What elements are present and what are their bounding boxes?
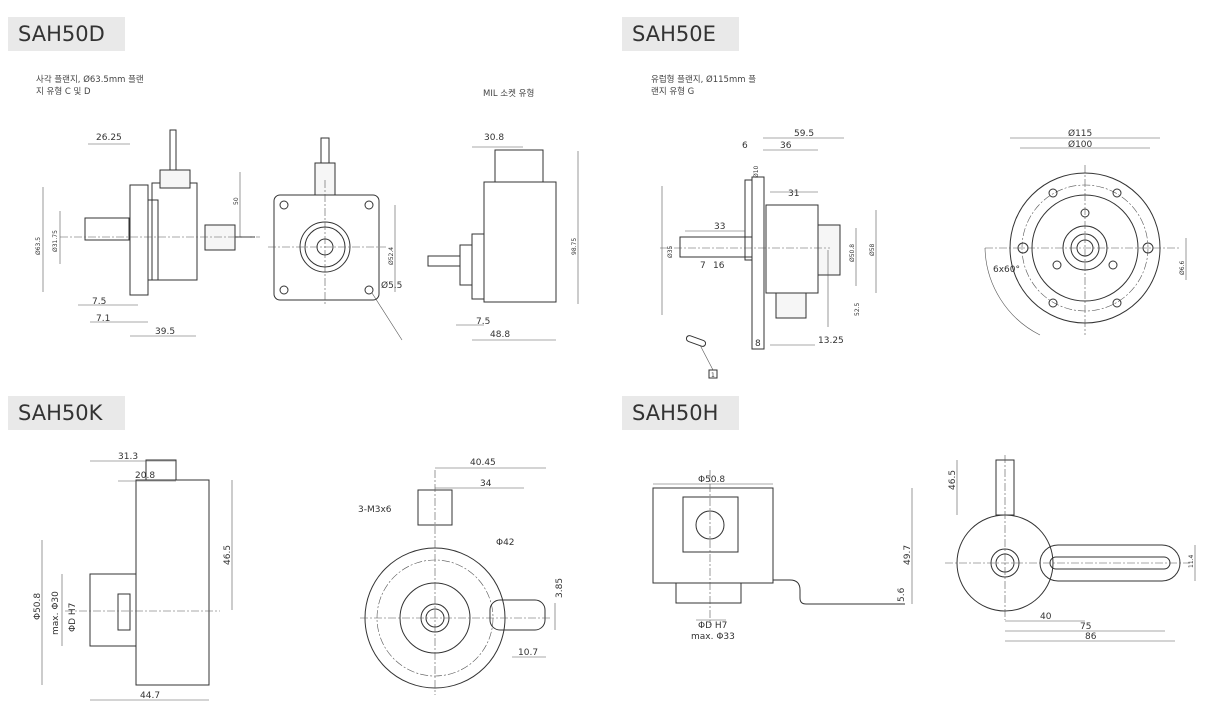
dim-label: 10.7 [518,648,538,658]
dim-label: 59.5 [794,129,814,139]
dim-label: Φ50.8 [33,593,43,620]
dim-label: Ø100 [1068,139,1093,150]
dim-label: 40 [1040,612,1052,622]
dim-label: 6x60° [993,265,1020,275]
dim-label: 7.5 [476,317,490,327]
sah50h-front-view: 46.5 11.4 40 75 86 [945,455,1196,642]
dim-label: Ø63.5 [35,237,42,255]
section-title-sah50k: SAH50K [8,396,125,430]
dim-label: Φ50.8 [698,475,725,485]
dim-label: Ø115 [1068,128,1092,139]
dim-label: Ø35 [667,245,674,258]
sah50d-side-view: 26.25 Ø63.5 Ø31.75 50 7.5 7.1 39.5 [35,129,260,337]
dim-label: 39.5 [155,327,175,337]
dim-label: 50 [233,197,240,205]
callout-number: 1 [711,372,715,379]
dim-label: 34 [480,479,492,489]
dim-label: 48.8 [490,330,510,340]
caption-mil-socket: MIL 소켓 유형 [483,89,535,99]
dim-label: 30.8 [484,133,504,143]
sah50k-front-view: 40.45 34 3-M3x6 Φ42 3.85 10.7 [358,458,565,695]
caption-sah50d: 사각 플랜지, Ø63.5mm 플랜 지 유형 C 및 D [36,74,144,98]
dim-label: 31 [788,189,799,199]
sah50d-front-view: Ø52.4 Ø5.5 [268,137,402,341]
dim-label: 5.6 [897,587,907,602]
dim-label: 26.25 [96,133,122,143]
dim-label: 46.5 [948,470,958,490]
dim-label: 7.5 [92,297,106,307]
sah50d-mil-socket-view: 30.8 98.75 7.5 48.8 [427,133,579,341]
dim-label: 6 [742,141,748,151]
caption-sah50e: 유럽형 플랜지, Ø115mm 플 랜지 유형 G [651,74,756,98]
section-title-sah50d: SAH50D [8,17,125,51]
dim-label: 3.85 [555,578,565,598]
sah50e-side-view: 59.5 6 36 Ø10 31 33 Ø35 7 16 Ø50.8 Ø58 5… [660,129,877,379]
dim-label: 98.75 [571,238,578,255]
dim-label: 16 [713,261,725,271]
dim-label: Ø6.6 [1179,261,1186,275]
dim-label: ΦD H7 [698,621,727,631]
sah50e-front-view: Ø115 Ø100 6x60° Ø6.6 [984,128,1187,336]
dim-label: 36 [780,141,792,151]
caption-line: 랜지 유형 G [651,87,695,97]
section-title-sah50e: SAH50E [622,17,739,51]
dim-label: 13.25 [818,336,844,346]
dim-label: 11.4 [1188,554,1195,568]
dim-label: 20.8 [135,471,155,481]
dim-label: max. Φ33 [691,632,735,642]
dim-label: 8 [755,339,761,349]
dim-label: 49.7 [903,545,913,565]
dim-label: 7.1 [96,314,110,324]
dim-label: 3-M3x6 [358,505,392,515]
sah50h-side-view: Φ50.8 49.7 5.6 ΦD H7 max. Φ33 [652,470,913,642]
caption-line: 사각 플랜지, Ø63.5mm 플랜 [36,75,144,85]
dim-label: Ø10 [753,165,760,178]
dim-label: 7 [700,261,706,271]
dim-label: 52.5 [854,302,861,316]
section-title-sah50h: SAH50H [622,396,739,430]
dim-label: 40.45 [470,458,496,468]
dim-label: 86 [1085,632,1097,642]
caption-line: 지 유형 C 및 D [36,87,91,97]
dim-label: 33 [714,222,725,232]
dim-label: Ø31.75 [52,230,59,252]
dim-label: Ø5.5 [381,280,402,291]
dim-label: Ø58 [869,243,876,256]
dim-label: ΦD H7 [68,603,78,632]
dim-label: 46.5 [223,545,233,565]
dim-label: 44.7 [140,691,160,701]
dim-label: 75 [1080,622,1091,632]
dim-label: 31.3 [118,452,138,462]
dim-label: Ø50.8 [849,244,856,262]
dim-label: Φ42 [496,538,515,548]
dim-label: Ø52.4 [388,247,395,265]
sah50k-side-view: 31.3 20.8 46.5 Φ50.8 max. Φ30 ΦD H7 44.7 [33,452,233,701]
dim-label: max. Φ30 [51,591,61,635]
caption-line: 유럽형 플랜지, Ø115mm 플 [651,75,757,85]
